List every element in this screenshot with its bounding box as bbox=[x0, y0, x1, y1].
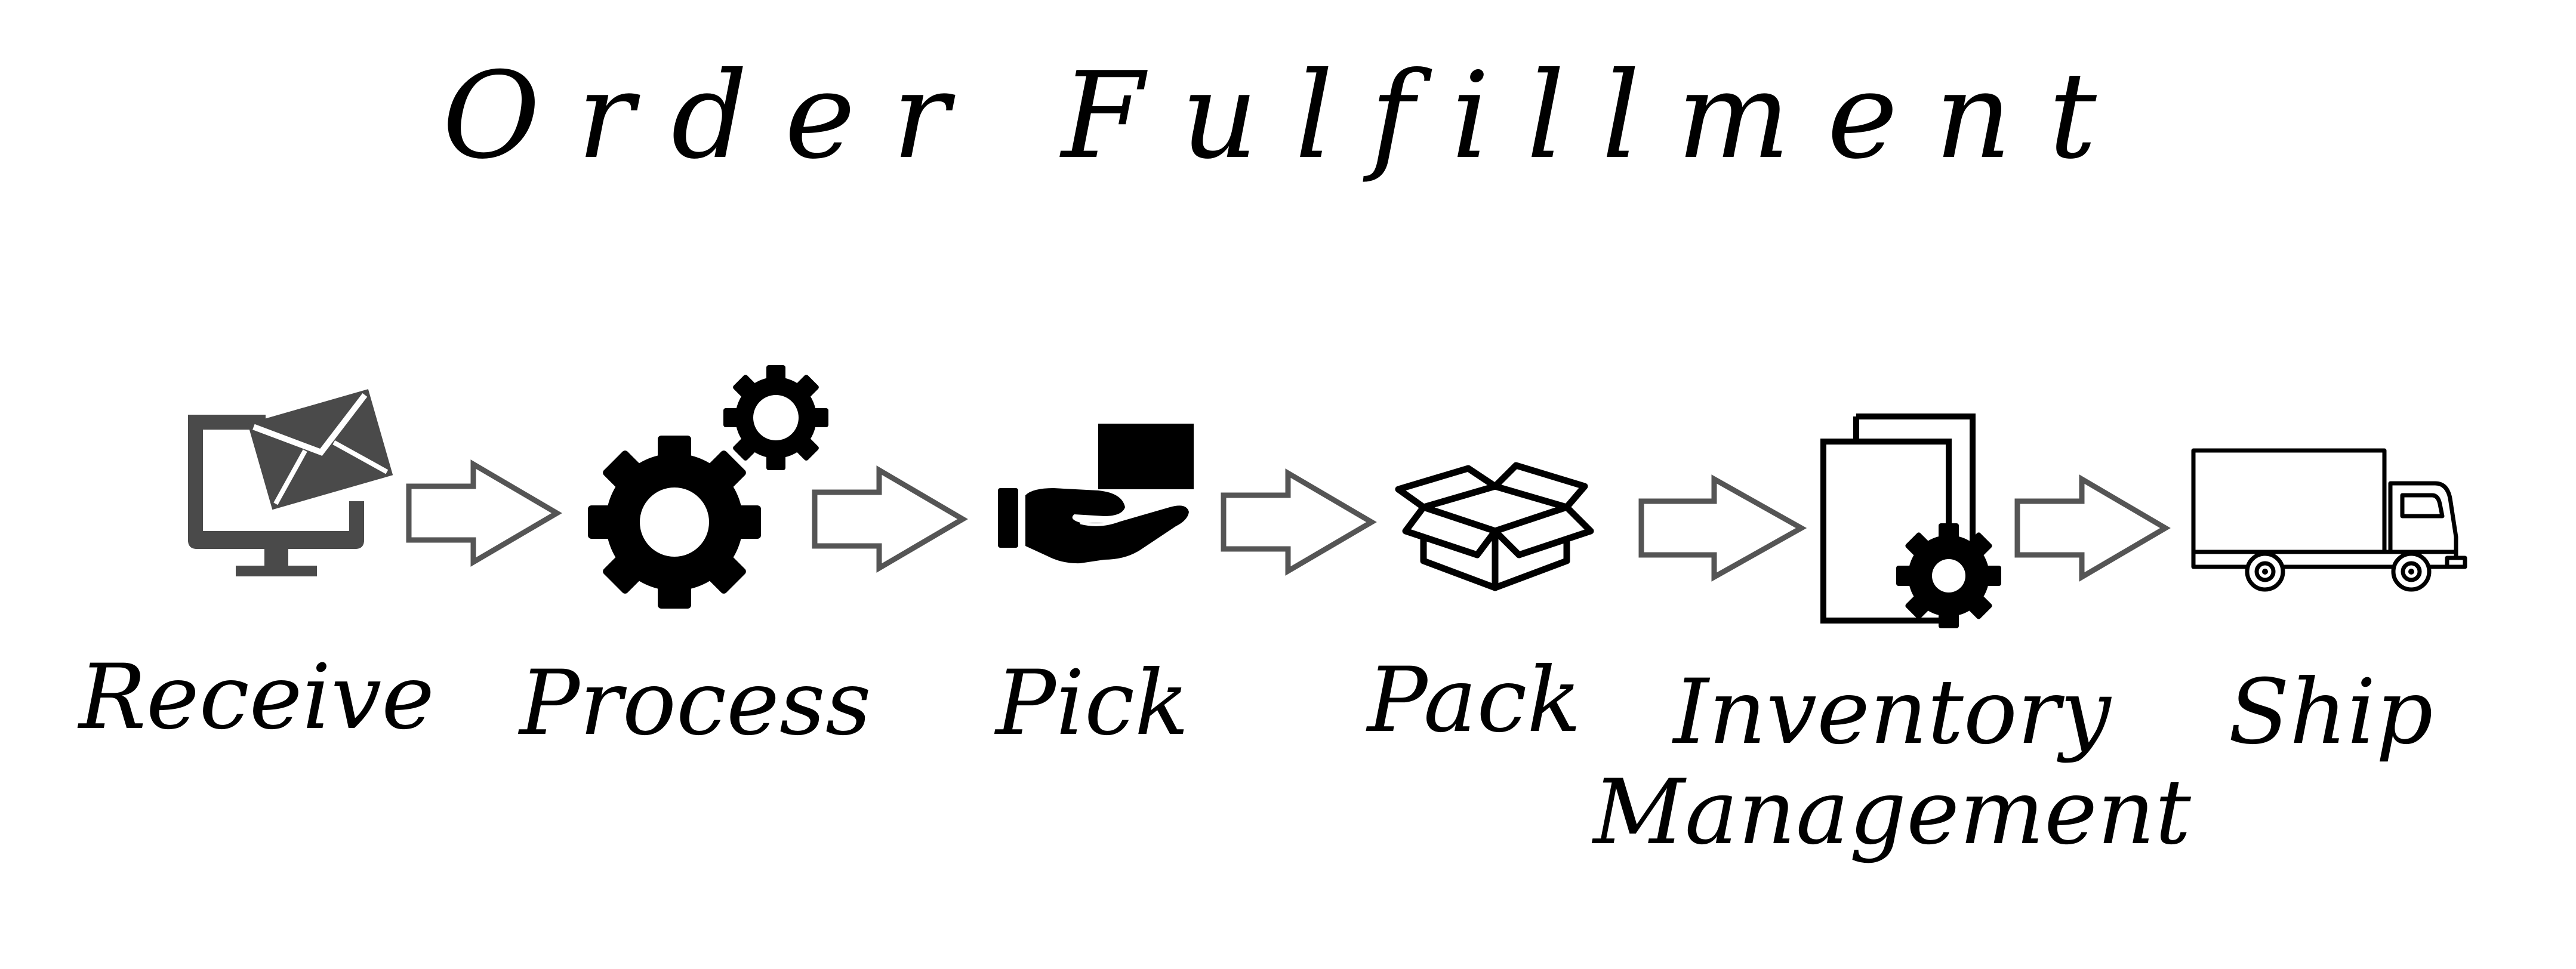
step-label-receive: Receive bbox=[79, 646, 435, 749]
step-label-inventory-line: Inventory bbox=[1673, 661, 2111, 764]
hand-box-icon bbox=[998, 424, 1194, 564]
gears-icon bbox=[588, 365, 828, 609]
flow-arrow-1 bbox=[406, 459, 562, 567]
flow-arrow-2 bbox=[812, 465, 968, 573]
step-label-pack: Pack bbox=[1367, 649, 1582, 752]
flow-arrow-4 bbox=[1638, 474, 1807, 582]
step-label-ship: Ship bbox=[2228, 661, 2433, 764]
flow-arrow-5 bbox=[2014, 474, 2171, 582]
step-label-inventory-management: Inventory Management bbox=[1593, 662, 2191, 863]
step-label-management-line: Management bbox=[1593, 761, 2191, 865]
open-box-icon bbox=[1395, 462, 1594, 591]
flow-arrow-3 bbox=[1221, 468, 1377, 576]
step-label-pick: Pick bbox=[996, 652, 1189, 755]
truck-icon bbox=[2191, 448, 2467, 592]
step-label-process: Process bbox=[519, 652, 871, 755]
diagram-title: Order Fulfillment bbox=[442, 47, 2134, 186]
computer-email-icon bbox=[188, 389, 393, 576]
documents-gear-icon bbox=[1820, 413, 2001, 628]
